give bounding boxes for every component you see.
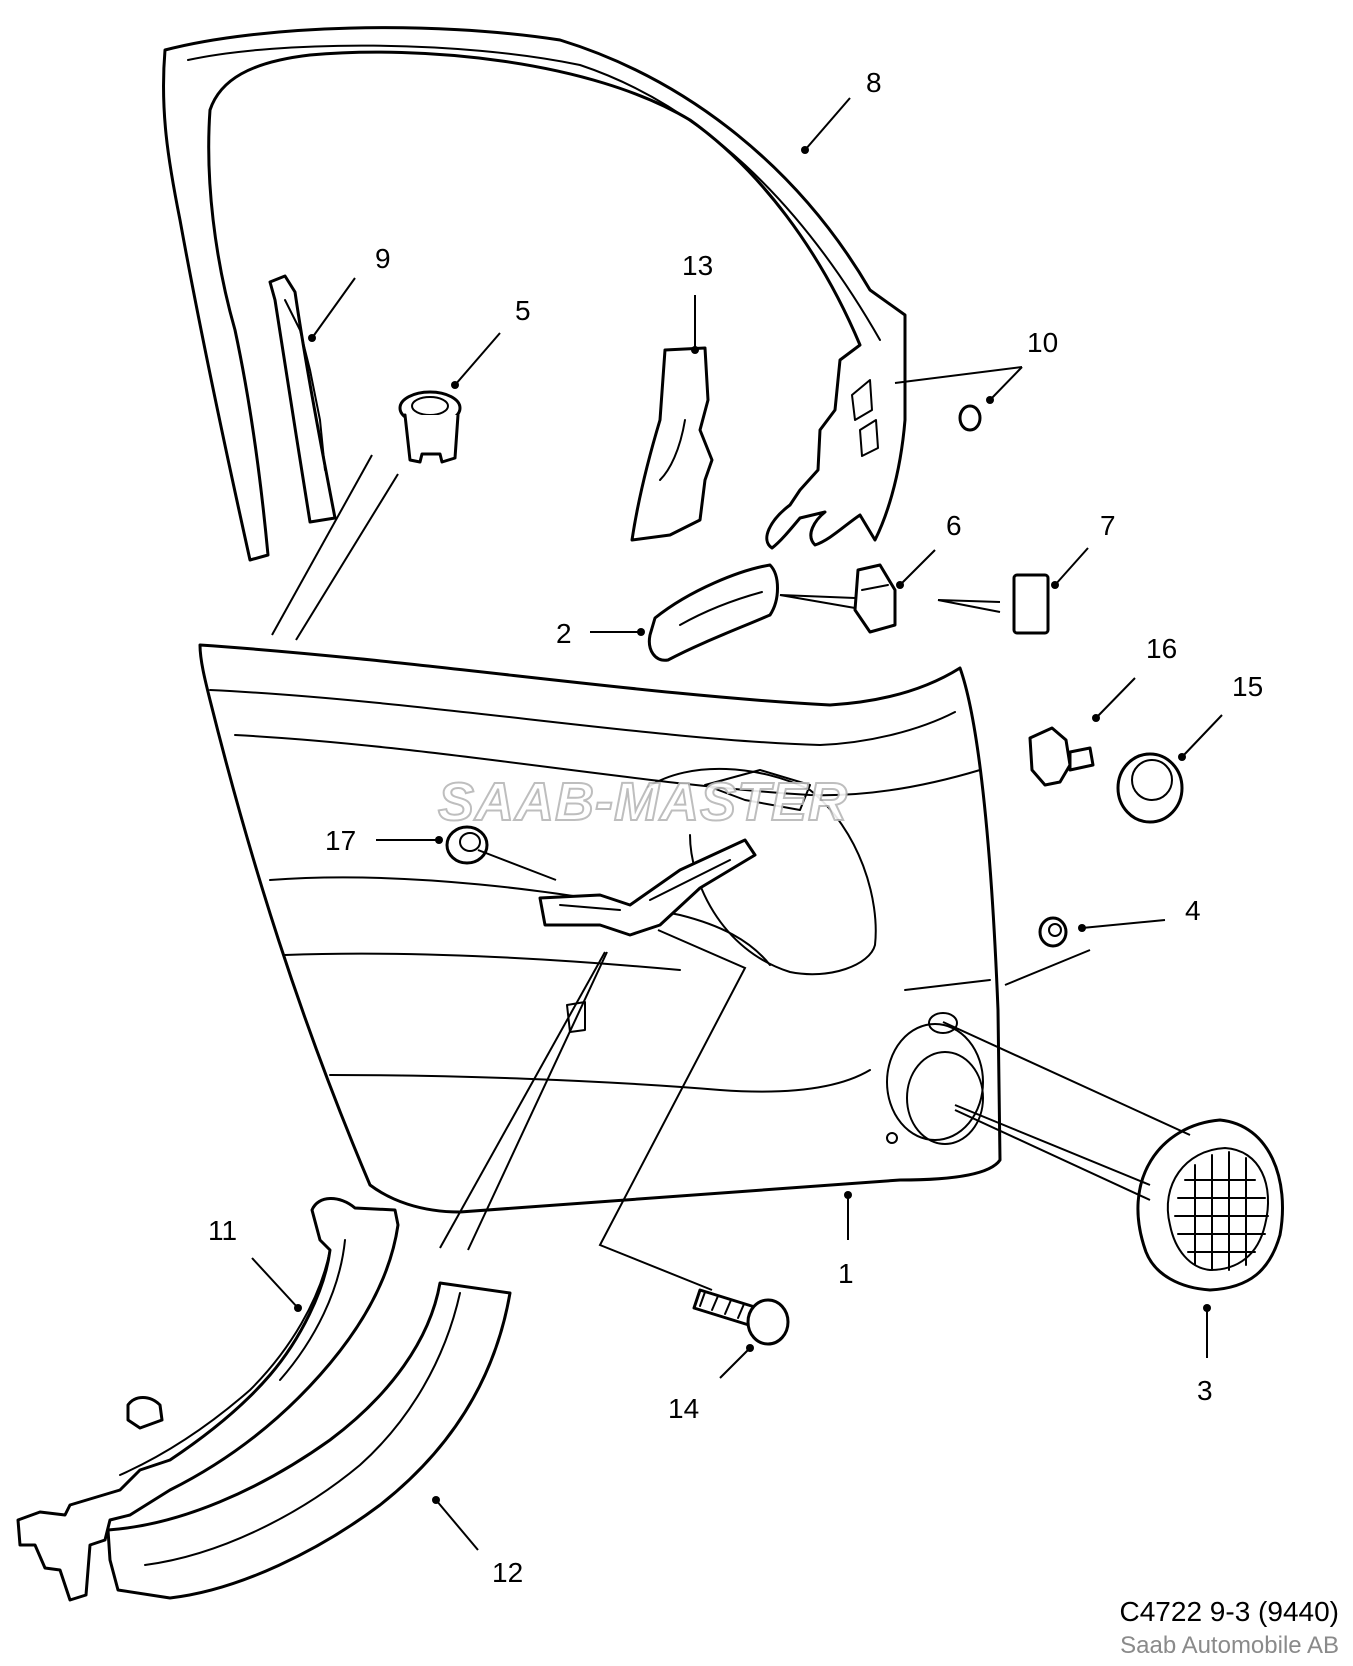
part-12-armrest-cover — [106, 1281, 512, 1600]
callout-11: 11 — [208, 1215, 237, 1246]
callout-15: 15 — [1232, 671, 1263, 702]
inner-handle-bracket — [538, 838, 757, 937]
part-3-speaker-grille — [1136, 1118, 1284, 1292]
explosion-lines — [271, 454, 1191, 1291]
watermark: SAAB-MASTER — [438, 772, 848, 832]
callout-labels: 1 2 3 4 5 6 7 8 9 10 11 12 13 14 15 16 1… — [208, 67, 1263, 1588]
part-5-grommet — [398, 390, 462, 464]
callout-17: 17 — [325, 825, 356, 856]
callout-14: 14 — [668, 1393, 699, 1424]
part-14-screw — [692, 1288, 790, 1346]
part-16-push-clip — [1028, 726, 1095, 787]
callout-leaders — [251, 97, 1223, 1551]
part-13-insulation-pad — [630, 346, 714, 542]
company-name: Saab Automobile AB — [1120, 1632, 1339, 1659]
part-4-nut — [1038, 916, 1068, 948]
part-8-door-frame-moulding — [161, 26, 907, 562]
part-10-clip — [958, 404, 982, 432]
part-6-switch — [853, 563, 897, 634]
diagram-code: C4722 9-3 (9440) — [1119, 1596, 1339, 1627]
callout-5: 5 — [515, 295, 531, 326]
callout-4: 4 — [1185, 895, 1201, 926]
part-2-handle-bezel — [647, 563, 779, 662]
part-17-grommet — [445, 825, 489, 865]
callout-6: 6 — [946, 510, 962, 541]
callout-12: 12 — [492, 1557, 523, 1588]
callout-3: 3 — [1197, 1375, 1213, 1406]
part-9-trim-strip — [268, 274, 337, 524]
callout-9: 9 — [375, 243, 391, 274]
callout-10: 10 — [1027, 327, 1058, 358]
part-7-switch-cap — [1012, 573, 1050, 635]
callout-8: 8 — [866, 67, 882, 98]
part-11-armrest-bracket — [16, 1197, 400, 1602]
callout-1: 1 — [838, 1258, 854, 1289]
callout-7: 7 — [1100, 510, 1116, 541]
callout-13: 13 — [682, 250, 713, 281]
callout-2: 2 — [556, 618, 572, 649]
part-15-bush — [1116, 752, 1184, 824]
callout-16: 16 — [1146, 633, 1177, 664]
part-1-door-trim-panel — [198, 643, 1002, 1214]
